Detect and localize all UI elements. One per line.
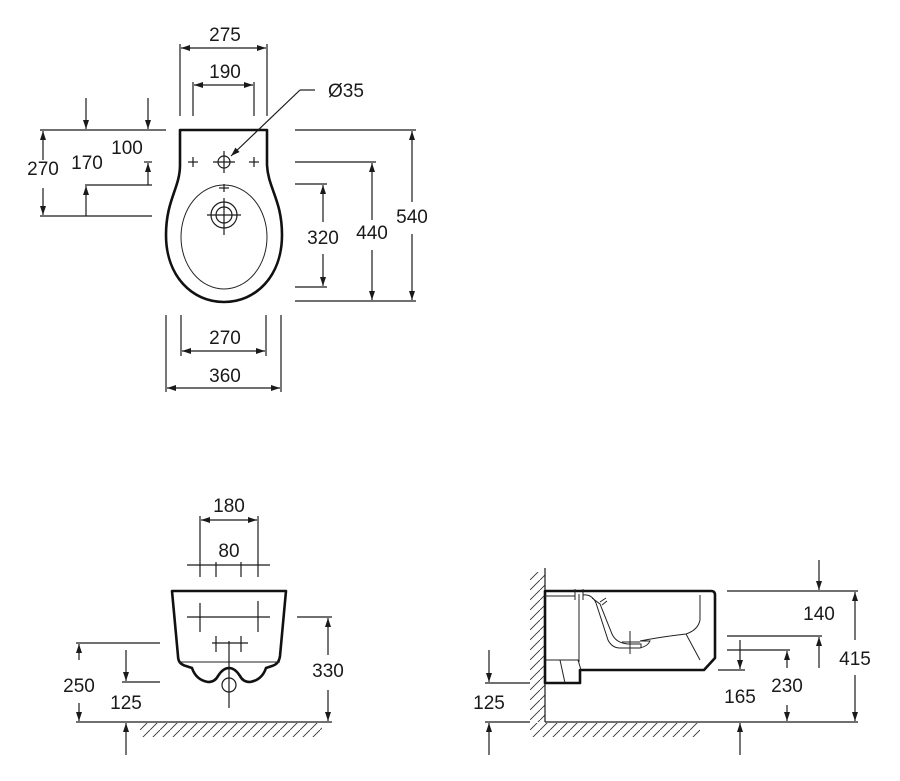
- dim-270-left: 270: [27, 159, 59, 180]
- dim-415: 415: [839, 649, 871, 670]
- dim-440: 440: [356, 223, 388, 244]
- tap-hole-icon: [213, 151, 235, 192]
- dim-540: 540: [396, 207, 428, 228]
- dim-360: 360: [209, 366, 241, 387]
- dim-80: 80: [218, 541, 239, 562]
- dim-140: 140: [803, 604, 835, 625]
- mounting-hole-icon: [188, 157, 259, 167]
- dim-165: 165: [724, 687, 756, 708]
- wall-hatch: [530, 572, 545, 722]
- side-view: 140 415 165 230 125: [473, 560, 871, 755]
- dim-250: 250: [63, 676, 95, 697]
- floor-hatch: [140, 723, 322, 737]
- dim-125-side: 125: [473, 693, 505, 714]
- dim-320: 320: [307, 228, 339, 249]
- dim-100: 100: [111, 138, 143, 159]
- bidet-outline-top: [164, 128, 284, 304]
- dim-180: 180: [213, 496, 245, 517]
- dim-170: 170: [71, 153, 103, 174]
- dim-diameter-35: Ø35: [328, 81, 364, 102]
- front-view: 180 80 250 125 330: [63, 496, 344, 755]
- top-view: 275 190 Ø35 270 170 100 320: [27, 25, 428, 392]
- floor-hatch: [530, 723, 700, 737]
- dim-190: 190: [209, 62, 241, 83]
- dim-275: 275: [209, 25, 241, 46]
- bidet-outline-side: [543, 589, 717, 685]
- dim-270-bottom: 270: [209, 328, 241, 349]
- drain-icon: [207, 198, 241, 235]
- bidet-inner-detail: [545, 589, 701, 684]
- dim-330: 330: [312, 661, 344, 682]
- dim-125-front: 125: [110, 693, 142, 714]
- mounting-hole-icon: [187, 601, 270, 708]
- dim-230: 230: [771, 676, 803, 697]
